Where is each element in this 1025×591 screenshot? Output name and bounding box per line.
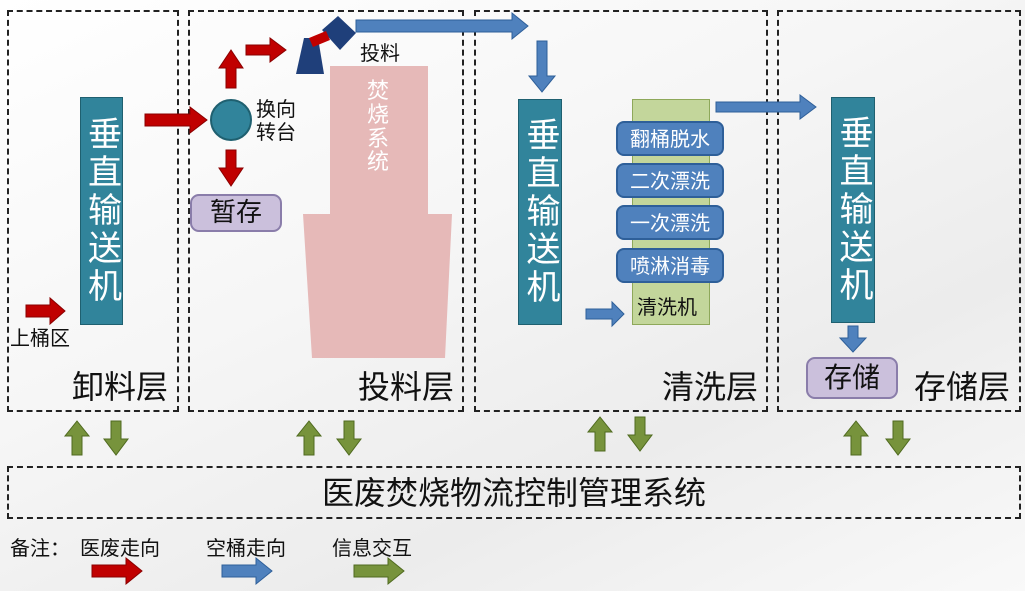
turntable-circle [210, 99, 252, 141]
control-system-bar: 医废焚烧物流控制管理系统 [7, 466, 1021, 519]
wash-step-3: 一次漂洗 [616, 205, 724, 240]
tilted-bucket-icon [322, 16, 356, 50]
bucket-arrow-to-store [838, 325, 868, 353]
vertical-conveyor-cleaning: 垂直输送机 [518, 99, 562, 325]
bucket-arrow-to-washer [585, 300, 625, 328]
section-cleaning [474, 10, 768, 412]
vertical-conveyor-storage: 垂直输送机 [831, 97, 875, 323]
wash-step-1: 翻桶脱水 [616, 121, 724, 156]
feed-label: 投料 [360, 41, 400, 65]
turntable-label: 换向转台 [256, 97, 296, 144]
feed-hopper-icon [296, 38, 324, 74]
wash-step-2: 二次漂洗 [616, 163, 724, 198]
vertical-conveyor-unloading: 垂直输送机 [80, 97, 123, 325]
section-storage [777, 10, 1021, 412]
storage-box: 存储 [806, 357, 898, 399]
incinerator-label: 焚烧系统 [366, 79, 389, 176]
section-label-storage: 存储层 [914, 368, 1011, 406]
legend-label-medical-waste: 医废走向 [80, 536, 160, 560]
section-unloading [7, 10, 179, 412]
legend-arrow-info-exchange [353, 556, 405, 586]
waste-arrow-to-turntable [144, 105, 208, 135]
section-label-unloading: 卸料层 [72, 368, 169, 406]
waste-arrow-down [218, 149, 244, 187]
temp-storage-box: 暂存 [190, 194, 282, 232]
info-exchange-storage [842, 420, 911, 456]
section-label-cleaning: 清洗层 [662, 368, 759, 406]
waste-arrow-up [218, 49, 244, 89]
legend-label-empty-bucket: 空桶走向 [206, 536, 286, 560]
washer-label: 清洗机 [637, 295, 697, 319]
bucket-arrow-down-to-cleaning [527, 40, 557, 93]
bucket-tip-icon [309, 31, 330, 47]
bucket-arrow-top [355, 11, 529, 41]
info-exchange-cleaning [586, 416, 653, 452]
control-system-label: 医废焚烧物流控制管理系统 [321, 473, 706, 512]
waste-arrow-loading [25, 296, 66, 326]
bucket-arrow-to-storage [715, 94, 817, 120]
wash-step-4: 喷淋消毒 [616, 248, 724, 283]
info-exchange-feeding [295, 420, 362, 456]
legend-label-info-exchange: 信息交互 [332, 536, 412, 560]
waste-arrow-right [245, 37, 287, 63]
legend-arrow-medical-waste [91, 556, 143, 586]
legend-title: 备注： [10, 536, 70, 560]
loading-area-label: 上桶区 [10, 326, 70, 350]
legend-arrow-empty-bucket [221, 556, 273, 586]
info-exchange-unloading [63, 420, 129, 456]
section-label-feeding: 投料层 [358, 368, 455, 406]
section-feeding [188, 10, 464, 412]
